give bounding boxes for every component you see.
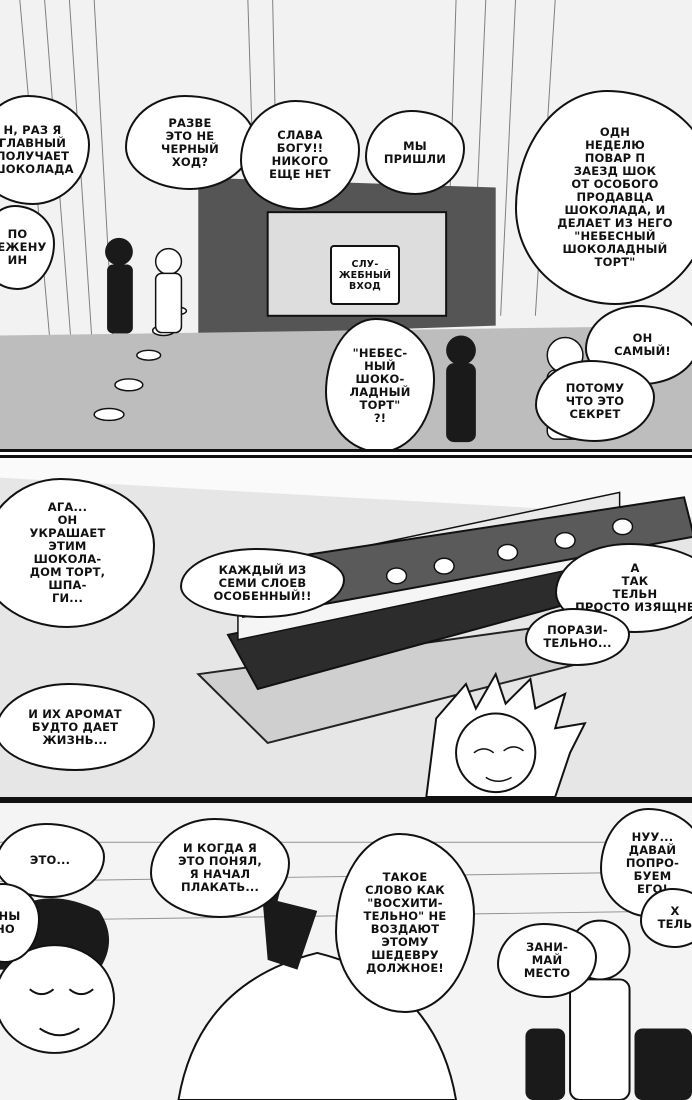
speech-bubble: И КОГДА Я ЭТО ПОНЯЛ, Я НАЧАЛ ПЛАКАТЬ...	[150, 818, 290, 918]
service-entrance-sign: СЛУ- ЖЕБНЫЙ ВХОД	[330, 245, 400, 305]
panel-top: Н, РАЗ Я ГЛАВНЫЙ ПОЛУЧАЕТ ШОКОЛАДА ПО ВЕ…	[0, 0, 692, 452]
speech-bubble: КАЖДЫЙ ИЗ СЕМИ СЛОЕВ ОСОБЕННЫЙ!!	[180, 548, 345, 618]
speech-bubble: Х ТЕЛЬ	[640, 888, 692, 948]
speech-bubble: ПОРАЗИ- ТЕЛЬНО...	[525, 608, 630, 666]
speech-bubble: РАЗВЕ ЭТО НЕ ЧЕРНЫЙ ХОД?	[125, 95, 255, 190]
speech-bubble: "НЕБЕС- НЫЙ ШОКО- ЛАДНЫЙ ТОРТ" ?!	[325, 318, 435, 449]
speech-bubble: МЫ ПРИШЛИ	[365, 110, 465, 195]
panel-bottom: ЭТО... И КОГДА Я ЭТО ПОНЯЛ, Я НАЧАЛ ПЛАК…	[0, 800, 692, 1100]
speech-bubble: ТАКОЕ СЛОВО КАК "ВОСХИТИ- ТЕЛЬНО" НЕ ВОЗ…	[335, 833, 475, 1013]
panel-middle: АГА... ОН УКРАШАЕТ ЭТИМ ШОКОЛА- ДОМ ТОРТ…	[0, 455, 692, 800]
speech-bubble: И ИХ АРОМАТ БУДТО ДАЕТ ЖИЗНЬ...	[0, 683, 155, 771]
speech-bubble: ПОТОМУ ЧТО ЭТО СЕКРЕТ	[535, 360, 655, 442]
speech-bubble: АГА... ОН УКРАШАЕТ ЭТИМ ШОКОЛА- ДОМ ТОРТ…	[0, 478, 155, 628]
speech-bubble: ЗАНИ- МАЙ МЕСТО	[497, 923, 597, 998]
speech-bubble: ОДН НЕДЕЛЮ ПОВАР П ЗАЕЗД ШОК ОТ ОСОБОГО …	[515, 90, 692, 305]
speech-bubble: СЛАВА БОГУ!! НИКОГО ЕЩЕ НЕТ	[240, 100, 360, 210]
